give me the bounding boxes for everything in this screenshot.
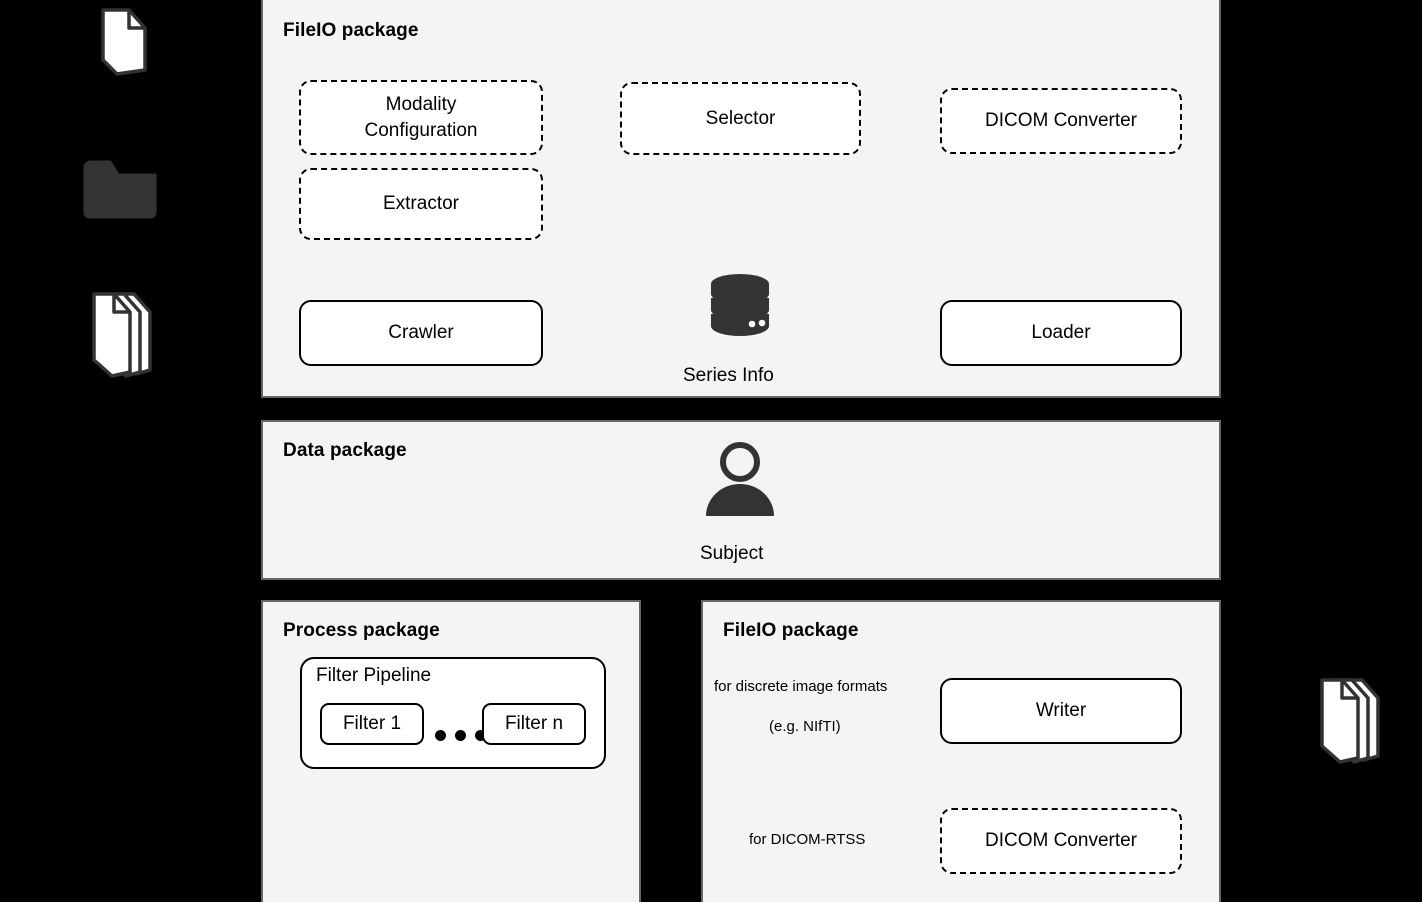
node-label-filter-first: Filter 1 — [342, 713, 402, 734]
node-filter-pipeline[interactable]: Filter Pipeline Filter 1 Filter n — [300, 657, 606, 769]
node-loader[interactable]: Loader — [940, 300, 1182, 366]
package-title-data: Data package — [283, 440, 407, 461]
package-title-process: Process package — [283, 620, 440, 641]
ellipsis-dots — [435, 730, 486, 741]
node-filter-first[interactable]: Filter 1 — [320, 703, 424, 745]
node-modality-configuration[interactable]: Modality Configuration — [299, 80, 543, 155]
node-dicom-converter-bottom[interactable]: DICOM Converter — [940, 808, 1182, 874]
edge-label-discrete-formats: for discrete image formats — [714, 678, 888, 695]
edge-label-dicom-rtss: for DICOM-RTSS — [749, 831, 866, 848]
node-label-writer: Writer — [1035, 700, 1087, 722]
node-label-subject: Subject — [700, 543, 764, 564]
person-icon — [703, 442, 777, 516]
package-title-fileio-bottom: FileIO package — [723, 620, 859, 641]
node-selector[interactable]: Selector — [620, 82, 861, 155]
node-filter-last[interactable]: Filter n — [482, 703, 586, 745]
node-label-series-info: Series Info — [683, 365, 774, 386]
file-icon — [95, 6, 151, 78]
file-stack-icon-left — [88, 290, 160, 378]
node-extractor[interactable]: Extractor — [299, 168, 543, 240]
node-label-dicom-converter-bottom: DICOM Converter — [984, 830, 1138, 852]
edge-label-discrete-example: (e.g. NIfTI) — [769, 718, 841, 735]
folder-icon — [82, 158, 158, 220]
node-label-modality-configuration-line2: Configuration — [364, 119, 478, 141]
node-label-loader: Loader — [1031, 322, 1091, 344]
node-label-filter-last: Filter n — [504, 713, 564, 734]
node-dicom-converter-top[interactable]: DICOM Converter — [940, 88, 1182, 154]
file-stack-icon-right — [1316, 676, 1388, 764]
node-writer[interactable]: Writer — [940, 678, 1182, 744]
node-label-modality-configuration-line1: Modality — [385, 93, 457, 115]
node-label-selector: Selector — [705, 107, 776, 129]
node-label-dicom-converter-top: DICOM Converter — [984, 110, 1138, 132]
node-label-filter-pipeline: Filter Pipeline — [316, 665, 432, 686]
database-icon — [704, 272, 776, 338]
node-label-extractor: Extractor — [382, 193, 460, 215]
node-crawler[interactable]: Crawler — [299, 300, 543, 366]
node-label-crawler: Crawler — [388, 322, 454, 344]
package-title-fileio-top: FileIO package — [283, 20, 419, 41]
